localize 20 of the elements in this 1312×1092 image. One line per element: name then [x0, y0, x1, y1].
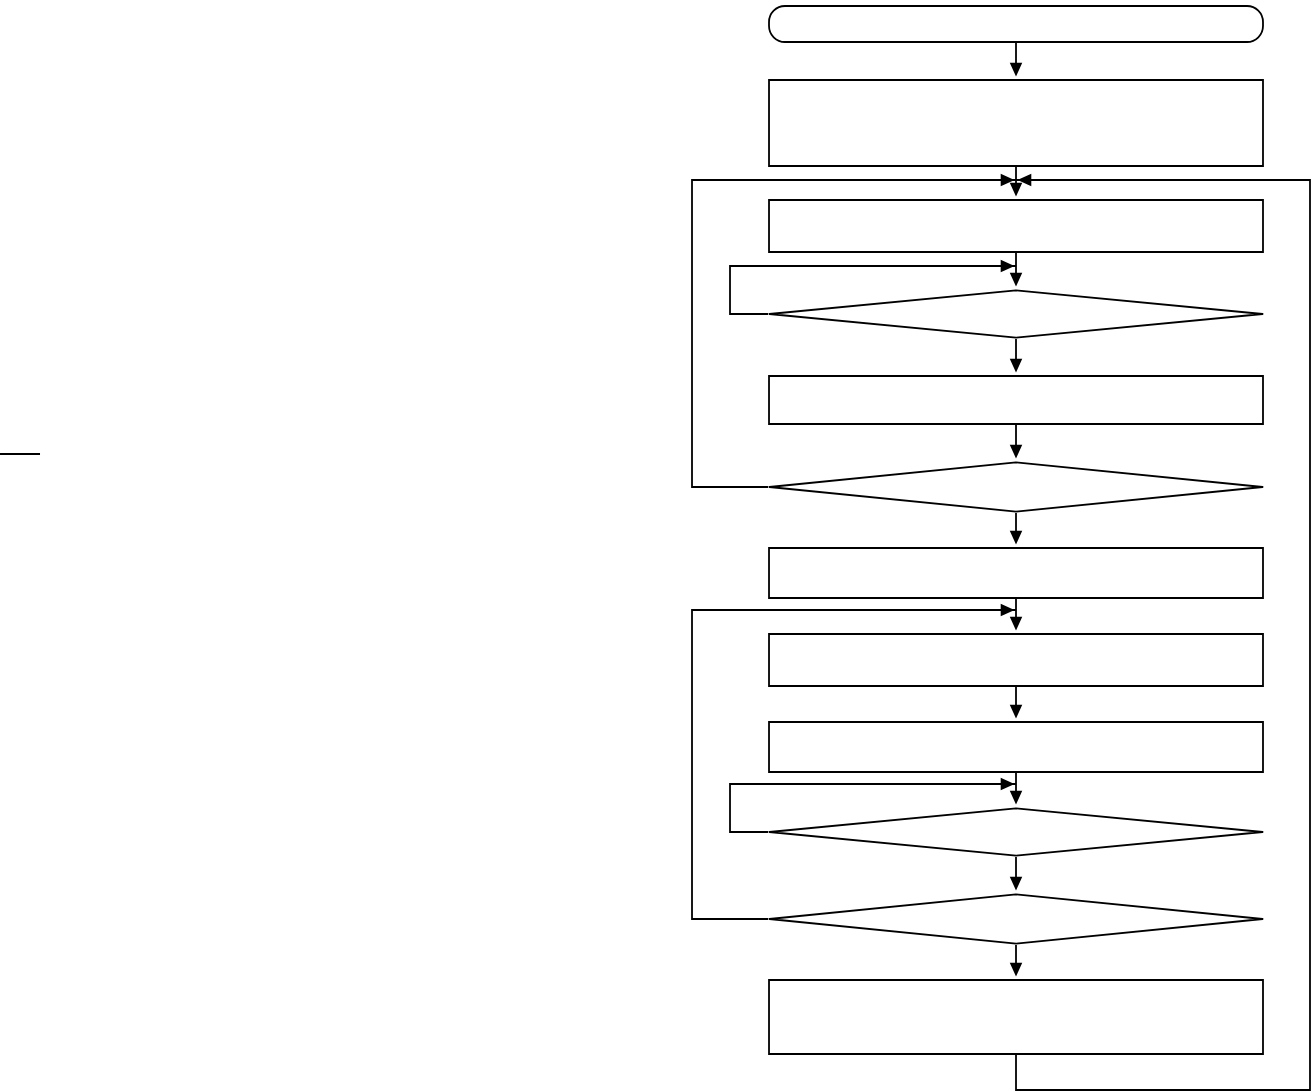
process-box — [768, 79, 1264, 167]
process-box — [768, 979, 1264, 1055]
loop-arrow — [729, 777, 1017, 833]
connector-line — [1015, 252, 1017, 267]
rounded-box — [768, 5, 1264, 43]
decision-diamond — [768, 807, 1264, 857]
loop-arrow — [691, 603, 1017, 920]
process-box — [768, 721, 1264, 773]
loop-arrow — [691, 173, 1017, 488]
loop-arrow — [729, 259, 1017, 315]
process-box — [768, 633, 1264, 687]
decision-diamond — [768, 893, 1264, 945]
process-box — [768, 199, 1264, 253]
decision-diamond — [768, 461, 1264, 513]
decision-diamond — [768, 289, 1264, 339]
connector-line — [1015, 166, 1017, 181]
process-box — [768, 547, 1264, 599]
connector-line — [1015, 598, 1017, 611]
connector-line — [1015, 772, 1017, 785]
process-box — [768, 375, 1264, 425]
